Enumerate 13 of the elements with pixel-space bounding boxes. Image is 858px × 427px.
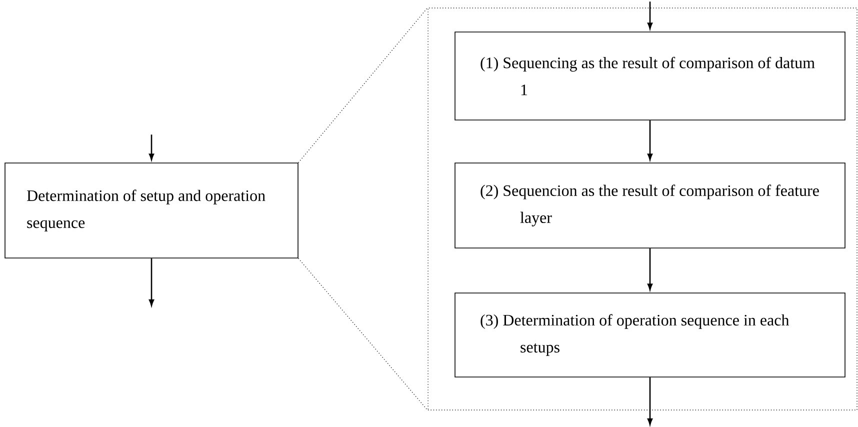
- arrow: [647, 120, 653, 160]
- process-box: Determination of setup and operation sequence: [4, 162, 298, 258]
- arrow: [148, 134, 154, 160]
- arrow: [647, 248, 653, 290]
- zoom-line: [298, 7, 428, 163]
- process-box: (1) Sequencing as the result of comparison of datum 1: [454, 32, 846, 120]
- arrow: [647, 377, 653, 426]
- arrow: [647, 2, 653, 30]
- process-box: (3) Determination of operation sequence in each setups: [454, 292, 846, 378]
- dotted-frame: [428, 8, 858, 410]
- arrow: [148, 258, 154, 306]
- process-box: (2) Sequencion as the result of comparison of feature layer: [454, 162, 846, 248]
- zoom-line: [298, 258, 428, 411]
